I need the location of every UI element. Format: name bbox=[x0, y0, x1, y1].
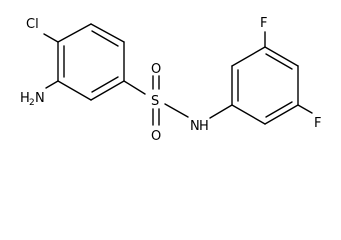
bond-s-n bbox=[164, 103, 189, 118]
bond-n-c bbox=[209, 104, 233, 119]
fluorine-bottom-label: F bbox=[314, 116, 321, 131]
bond bbox=[231, 46, 266, 67]
chlorine-label: Cl bbox=[26, 17, 39, 32]
right-ring bbox=[231, 46, 299, 125]
bond-c-f-bottom bbox=[297, 104, 313, 114]
bond bbox=[90, 23, 125, 43]
sulfur-label: S bbox=[151, 94, 159, 109]
structure-canvas: Cl H 2 N S O O N H F F bbox=[20, 16, 321, 144]
bond bbox=[90, 80, 125, 101]
bond bbox=[57, 23, 92, 43]
amine-h: H bbox=[20, 91, 30, 106]
oxygen-top-label: O bbox=[151, 62, 161, 77]
amine-n: N bbox=[35, 91, 45, 106]
sulfonamide-nh-label: N H bbox=[190, 119, 209, 134]
amine-subscript: 2 bbox=[29, 98, 35, 108]
bond bbox=[57, 80, 92, 101]
sulfonamide-h: H bbox=[199, 119, 209, 134]
fluorine-top-label: F bbox=[260, 16, 267, 31]
double-bond-inner bbox=[91, 30, 119, 47]
bond bbox=[264, 104, 299, 125]
bond-c-cl bbox=[43, 33, 59, 43]
left-ring bbox=[57, 23, 125, 101]
bond-c-n-amine bbox=[45, 80, 59, 89]
double-bond-inner bbox=[265, 101, 293, 118]
double-bond-inner bbox=[91, 76, 119, 93]
amine-label: H 2 N bbox=[20, 91, 45, 108]
bond bbox=[231, 104, 266, 125]
sulfonamide-n: N bbox=[190, 119, 200, 134]
bond-c-s bbox=[123, 80, 146, 95]
double-bond-inner bbox=[265, 53, 293, 70]
oxygen-bottom-label: O bbox=[151, 129, 161, 144]
molecule-drawing: Cl H 2 N S O O N H F F bbox=[20, 16, 321, 144]
bond bbox=[264, 46, 299, 67]
